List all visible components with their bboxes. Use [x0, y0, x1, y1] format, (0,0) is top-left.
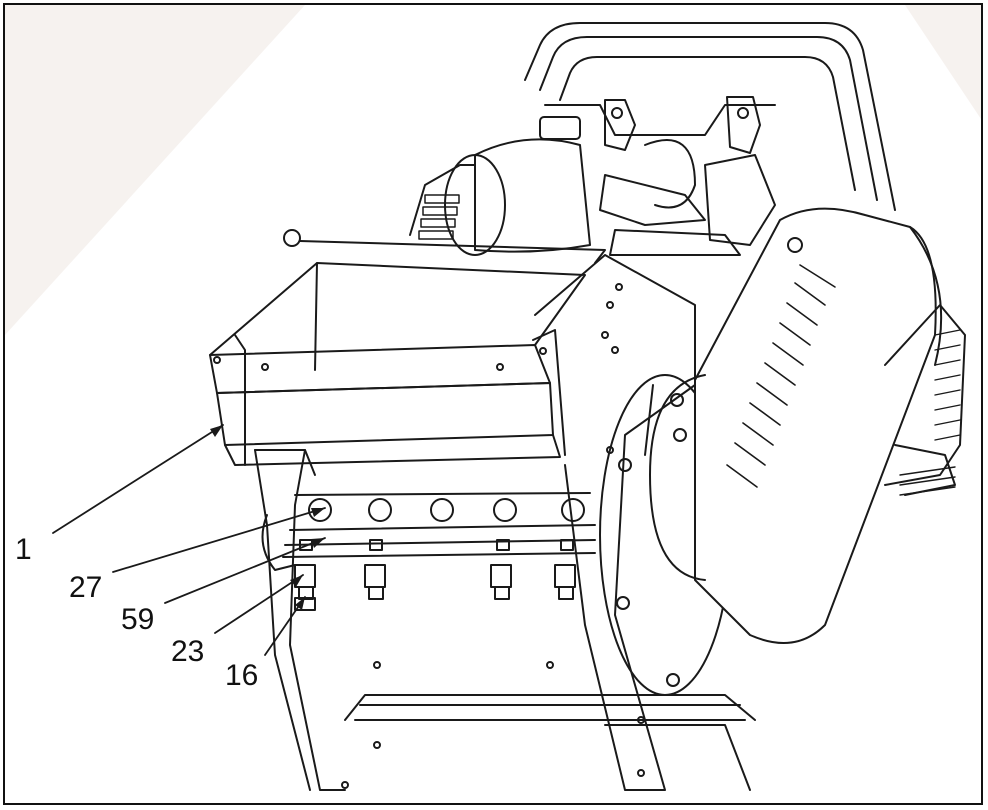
- leader-23: [214, 574, 304, 634]
- rear-housing: [524, 22, 896, 256]
- background-shade-right: [905, 5, 981, 119]
- callout-59: 59: [121, 603, 155, 636]
- side-plate: [534, 254, 696, 791]
- leader-arrowheads: [210, 425, 325, 610]
- guard-vents: [726, 264, 836, 488]
- callout-1: 1: [15, 533, 32, 566]
- belt-guard: [649, 207, 966, 644]
- leader-1: [52, 424, 224, 534]
- background-shade: [5, 5, 305, 335]
- callout-23: 23: [171, 635, 205, 668]
- bolt-rows: [261, 492, 596, 611]
- motor-cylinder: [409, 138, 591, 256]
- leader-27: [112, 507, 326, 573]
- diagram-frame: 1 27 59 23 16: [3, 3, 983, 805]
- machine-drawing: [5, 5, 981, 791]
- leader-lines: [52, 424, 326, 656]
- callout-16: 16: [225, 659, 259, 692]
- callout-27: 27: [69, 571, 103, 604]
- nut-row: [294, 564, 576, 611]
- hopper: [209, 229, 606, 466]
- left-frame: [254, 449, 756, 791]
- leader-59: [164, 537, 326, 604]
